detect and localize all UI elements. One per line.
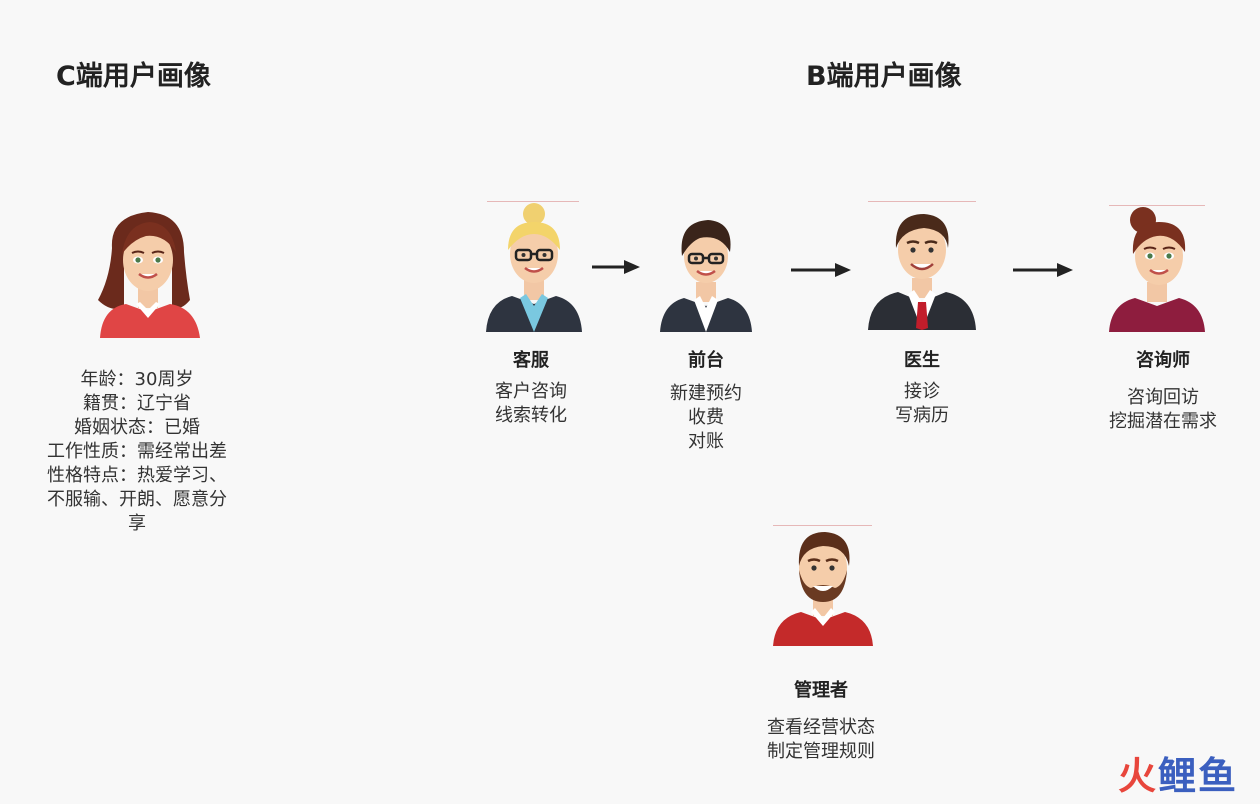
role-desc-line: 对账 — [688, 431, 724, 452]
avatar-top-line — [868, 201, 976, 202]
watermark-char: 火 — [1117, 754, 1158, 798]
role-desc-line: 查看经营状态 — [767, 717, 875, 738]
role-name-qiantai: 前台 — [688, 350, 724, 371]
info-line-work: 工作性质：需经常出差 — [47, 441, 227, 462]
role-name-yisheng: 医生 — [904, 350, 940, 371]
c-section-title: C端用户画像 — [56, 61, 211, 92]
b-section-title: B端用户画像 — [806, 61, 962, 92]
arrow-right-icon — [592, 260, 640, 274]
role-desc-line: 客户咨询 — [495, 381, 567, 402]
role-name-guanlizhe: 管理者 — [794, 680, 848, 701]
role-desc-zixunshi: 咨询回访 挖掘潜在需求 — [1093, 386, 1233, 434]
avatar-top-line — [487, 201, 579, 202]
role-name-kefu: 客服 — [513, 350, 549, 371]
arrow-right-icon — [791, 263, 851, 277]
info-line-personality-1: 性格特点：热爱学习、 — [47, 465, 227, 486]
role-desc-kefu: 客户咨询 线索转化 — [466, 380, 596, 428]
man-suit-red-tie-avatar-icon — [868, 214, 976, 330]
role-desc-line: 收费 — [688, 407, 724, 428]
info-line-age: 年龄：30周岁 — [80, 369, 194, 390]
woman-red-sweater-avatar-icon — [98, 212, 200, 338]
watermark-char: 鲤 — [1157, 754, 1198, 798]
role-name-zixunshi: 咨询师 — [1136, 350, 1190, 371]
role-desc-line: 挖掘潜在需求 — [1109, 411, 1217, 432]
role-desc-line: 制定管理规则 — [767, 741, 875, 762]
info-line-personality-2: 不服输、开朗、愿意分 — [47, 489, 227, 510]
info-line-marital: 婚姻状态：已婚 — [74, 417, 200, 438]
role-desc-yisheng: 接诊 写病历 — [857, 380, 987, 428]
role-desc-line: 接诊 — [904, 381, 940, 402]
role-desc-qiantai: 新建预约 收费 对账 — [641, 382, 771, 454]
role-desc-line: 咨询回访 — [1127, 387, 1199, 408]
bearded-man-red-sweater-avatar-icon — [773, 532, 873, 646]
info-line-personality-3: 享 — [128, 513, 146, 534]
avatar-top-line — [773, 525, 872, 526]
short-hair-woman-glasses-avatar-icon — [660, 220, 752, 332]
arrow-right-icon — [1013, 263, 1073, 277]
woman-hair-bun-avatar-icon — [1109, 207, 1205, 332]
watermark-logo: 火鲤鱼 — [1118, 745, 1238, 800]
role-desc-line: 写病历 — [895, 405, 949, 426]
info-line-origin: 籍贯：辽宁省 — [83, 393, 191, 414]
c-user-info: 年龄：30周岁 籍贯：辽宁省 婚姻状态：已婚 工作性质：需经常出差 性格特点：热… — [30, 368, 244, 536]
watermark-char: 鱼 — [1197, 754, 1238, 798]
avatar-top-line — [1109, 205, 1205, 206]
role-desc-line: 新建预约 — [670, 383, 742, 404]
blonde-woman-glasses-avatar-icon — [486, 203, 582, 332]
role-desc-guanlizhe: 查看经营状态 制定管理规则 — [746, 716, 896, 764]
role-desc-line: 线索转化 — [495, 405, 567, 426]
